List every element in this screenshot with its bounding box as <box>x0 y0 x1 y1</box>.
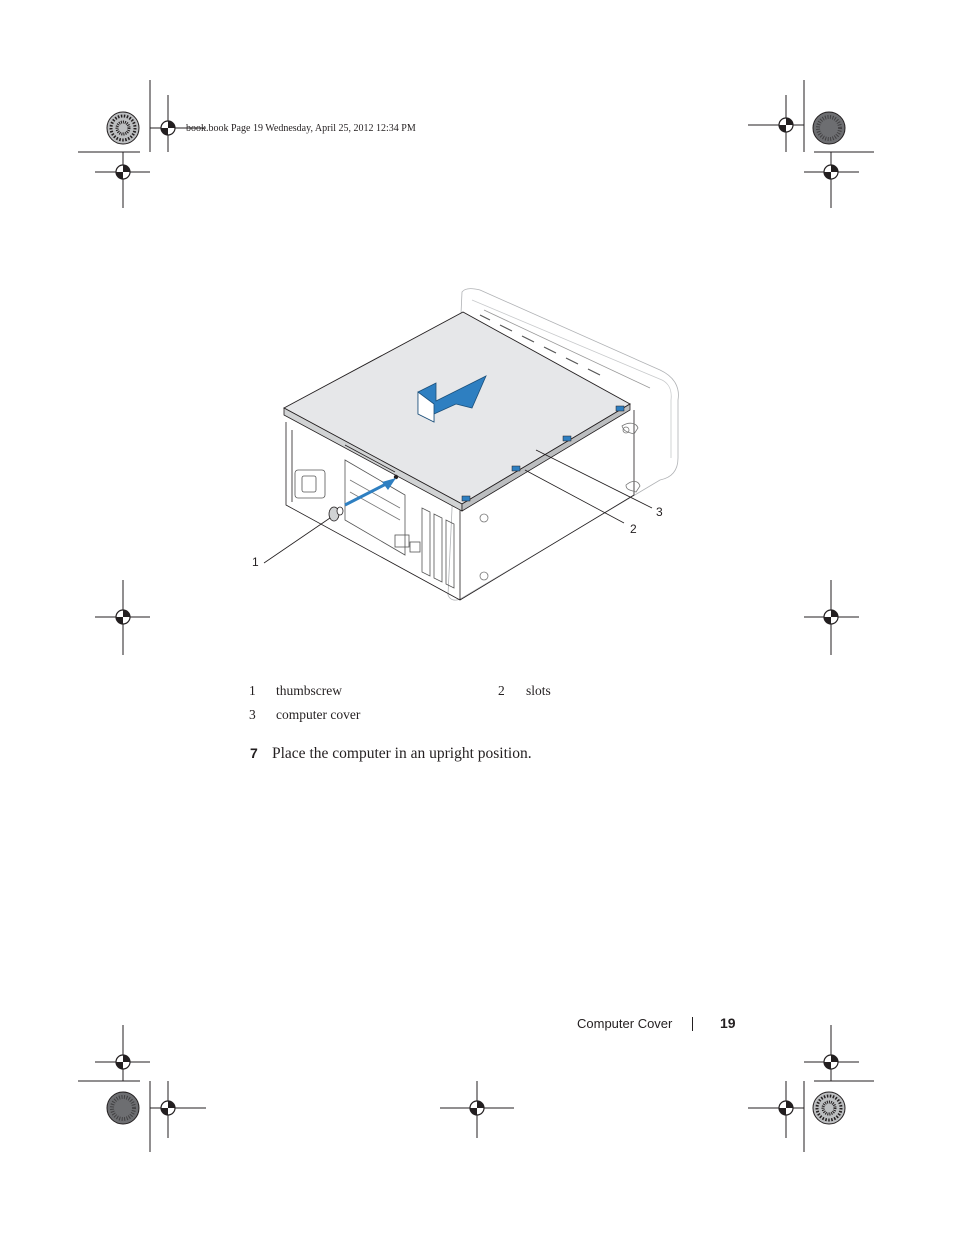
cover-panel <box>283 311 631 512</box>
legend-number-3: 3 <box>249 707 256 722</box>
legend-number-1: 1 <box>249 683 256 698</box>
print-slug-line: book.book Page 19 Wednesday, April 25, 2… <box>186 123 416 134</box>
footer-separator <box>692 1017 693 1031</box>
footer-section-title: Computer Cover <box>577 1016 673 1031</box>
step-instruction: Place the computer in an upright positio… <box>272 745 532 762</box>
callout-2: 2 <box>630 522 637 536</box>
step-number: 7 <box>250 745 258 761</box>
legend-label-thumbscrew: thumbscrew <box>276 683 342 698</box>
callout-3: 3 <box>656 505 663 519</box>
legend-label-computer-cover: computer cover <box>276 707 361 722</box>
legend-label-slots: slots <box>526 683 551 698</box>
thumbscrew-arrow <box>344 478 396 507</box>
page-number: 19 <box>720 1015 736 1031</box>
thumbscrew <box>328 506 344 522</box>
callout-1: 1 <box>252 555 259 569</box>
legend-number-2: 2 <box>498 683 505 698</box>
computer-cover-illustration <box>263 288 679 601</box>
